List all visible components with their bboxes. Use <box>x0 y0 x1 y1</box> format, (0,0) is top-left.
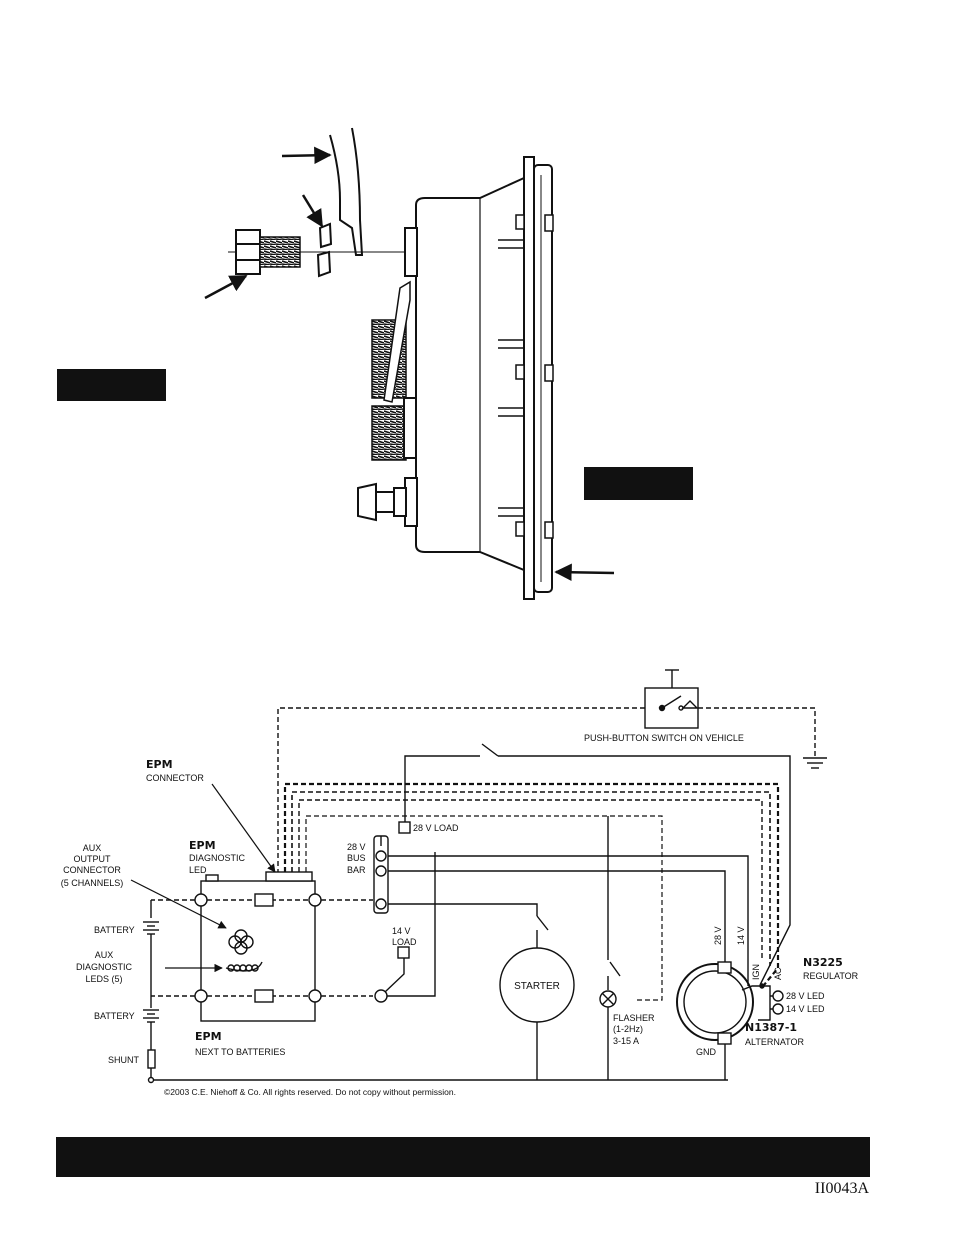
gnd-label: GND <box>696 1047 717 1057</box>
load-28v-label: 28 V LOAD <box>413 823 459 833</box>
regulator-sub: REGULATOR <box>803 971 859 981</box>
aux-output-line3: CONNECTOR <box>63 865 121 875</box>
terminal-top <box>404 227 418 277</box>
epm-diag-sub1: DIAGNOSTIC <box>189 853 246 863</box>
epm-batteries-title: EPM <box>195 1030 222 1043</box>
regulator-title: N3225 <box>803 956 843 969</box>
switch-ground-wire <box>698 707 816 758</box>
pointer-arrow-bolt <box>204 274 248 300</box>
washer-top <box>318 222 333 249</box>
alternator-sub: ALTERNATOR <box>745 1037 805 1047</box>
aux-output-line2: OUTPUT <box>74 854 112 864</box>
led-14v-label: 14 V LED <box>786 1004 825 1014</box>
ground-symbol <box>803 757 827 769</box>
battery-post <box>357 482 377 522</box>
led-28v-symbol <box>772 990 784 1002</box>
shunt-label: SHUNT <box>108 1055 140 1065</box>
push-button-switch <box>644 669 699 729</box>
clip <box>383 280 411 403</box>
epm-connector-sub: CONNECTOR <box>146 773 204 783</box>
battery-bottom-symbol <box>143 1009 159 1023</box>
bus-bar-line3: BAR <box>347 865 366 875</box>
aux-diag-line1: AUX <box>95 950 114 960</box>
bus-bar <box>373 821 411 914</box>
aux-output-line1: AUX <box>83 843 102 853</box>
pointer-arrow-flange <box>554 563 615 582</box>
battery-top-label: BATTERY <box>94 925 135 935</box>
coil-lower <box>371 405 407 461</box>
aux-diag-line2: DIAGNOSTIC <box>76 962 133 972</box>
aux-diag-line3: LEDS (5) <box>85 974 122 984</box>
alt-14v-label: 14 V <box>736 926 746 945</box>
flasher-line3: 3-15 A <box>613 1036 639 1046</box>
epm-connector-title: EPM <box>146 758 173 771</box>
starter-label: STARTER <box>514 981 560 992</box>
bus-bar-line1: 28 V <box>347 842 366 852</box>
label-box-right <box>584 467 693 500</box>
pointer-arrow-bracket <box>281 146 332 165</box>
load-14v-line2: LOAD <box>392 937 417 947</box>
washer-bottom <box>316 250 332 278</box>
led-14v-symbol <box>772 1003 784 1015</box>
aux-led-chain-icon <box>225 961 263 972</box>
doc-code: II0043A <box>815 1180 870 1197</box>
epm-module <box>194 871 322 1022</box>
copyright-note: ©2003 C.E. Niehoff & Co. All rights rese… <box>164 1087 456 1097</box>
footer: II0043A <box>56 1137 870 1197</box>
housing-body <box>415 176 525 572</box>
load-14v <box>397 946 410 959</box>
aux-connector-icon <box>228 929 254 955</box>
flasher-symbol <box>599 816 621 1080</box>
flasher-line1: FLASHER <box>613 1013 655 1023</box>
schematic-labels: EPM CONNECTOR EPM DIAGNOSTIC LED AUX OUT… <box>61 733 859 1097</box>
alt-28v-label: 28 V <box>713 926 723 945</box>
switch-wire <box>277 707 645 900</box>
bus-bar-line2: BUS <box>347 853 366 863</box>
push-button-label: PUSH-BUTTON SWITCH ON VEHICLE <box>584 733 744 743</box>
battery-top-symbol <box>143 921 159 935</box>
bracket <box>329 127 364 256</box>
epm-diag-sub2: LED <box>189 865 207 875</box>
aux-output-line4: (5 CHANNELS) <box>61 878 124 888</box>
housing-flange <box>523 156 535 600</box>
pointer-arrow-washer <box>301 194 324 228</box>
shunt-symbol <box>147 1049 156 1069</box>
led-28v-label: 28 V LED <box>786 991 825 1001</box>
ac-label: AC <box>773 967 783 980</box>
connector-bundle <box>283 782 780 1001</box>
epm-batteries-sub: NEXT TO BATTERIES <box>195 1047 285 1057</box>
wiring-schematic <box>130 669 827 1084</box>
epm-diag-title: EPM <box>189 839 216 852</box>
mounting-illustration <box>204 127 615 600</box>
battery-bottom-label: BATTERY <box>94 1011 135 1021</box>
flasher-line2: (1-2Hz) <box>613 1024 643 1034</box>
alternator-title: N1387-1 <box>745 1021 797 1034</box>
footer-bar <box>56 1137 870 1177</box>
top-load-wire <box>404 755 480 828</box>
label-box-left <box>57 369 166 401</box>
alternator-symbol <box>676 961 771 1080</box>
ign-label: IGN <box>751 964 761 980</box>
load-14v-line1: 14 V <box>392 926 411 936</box>
bolt <box>235 229 301 275</box>
